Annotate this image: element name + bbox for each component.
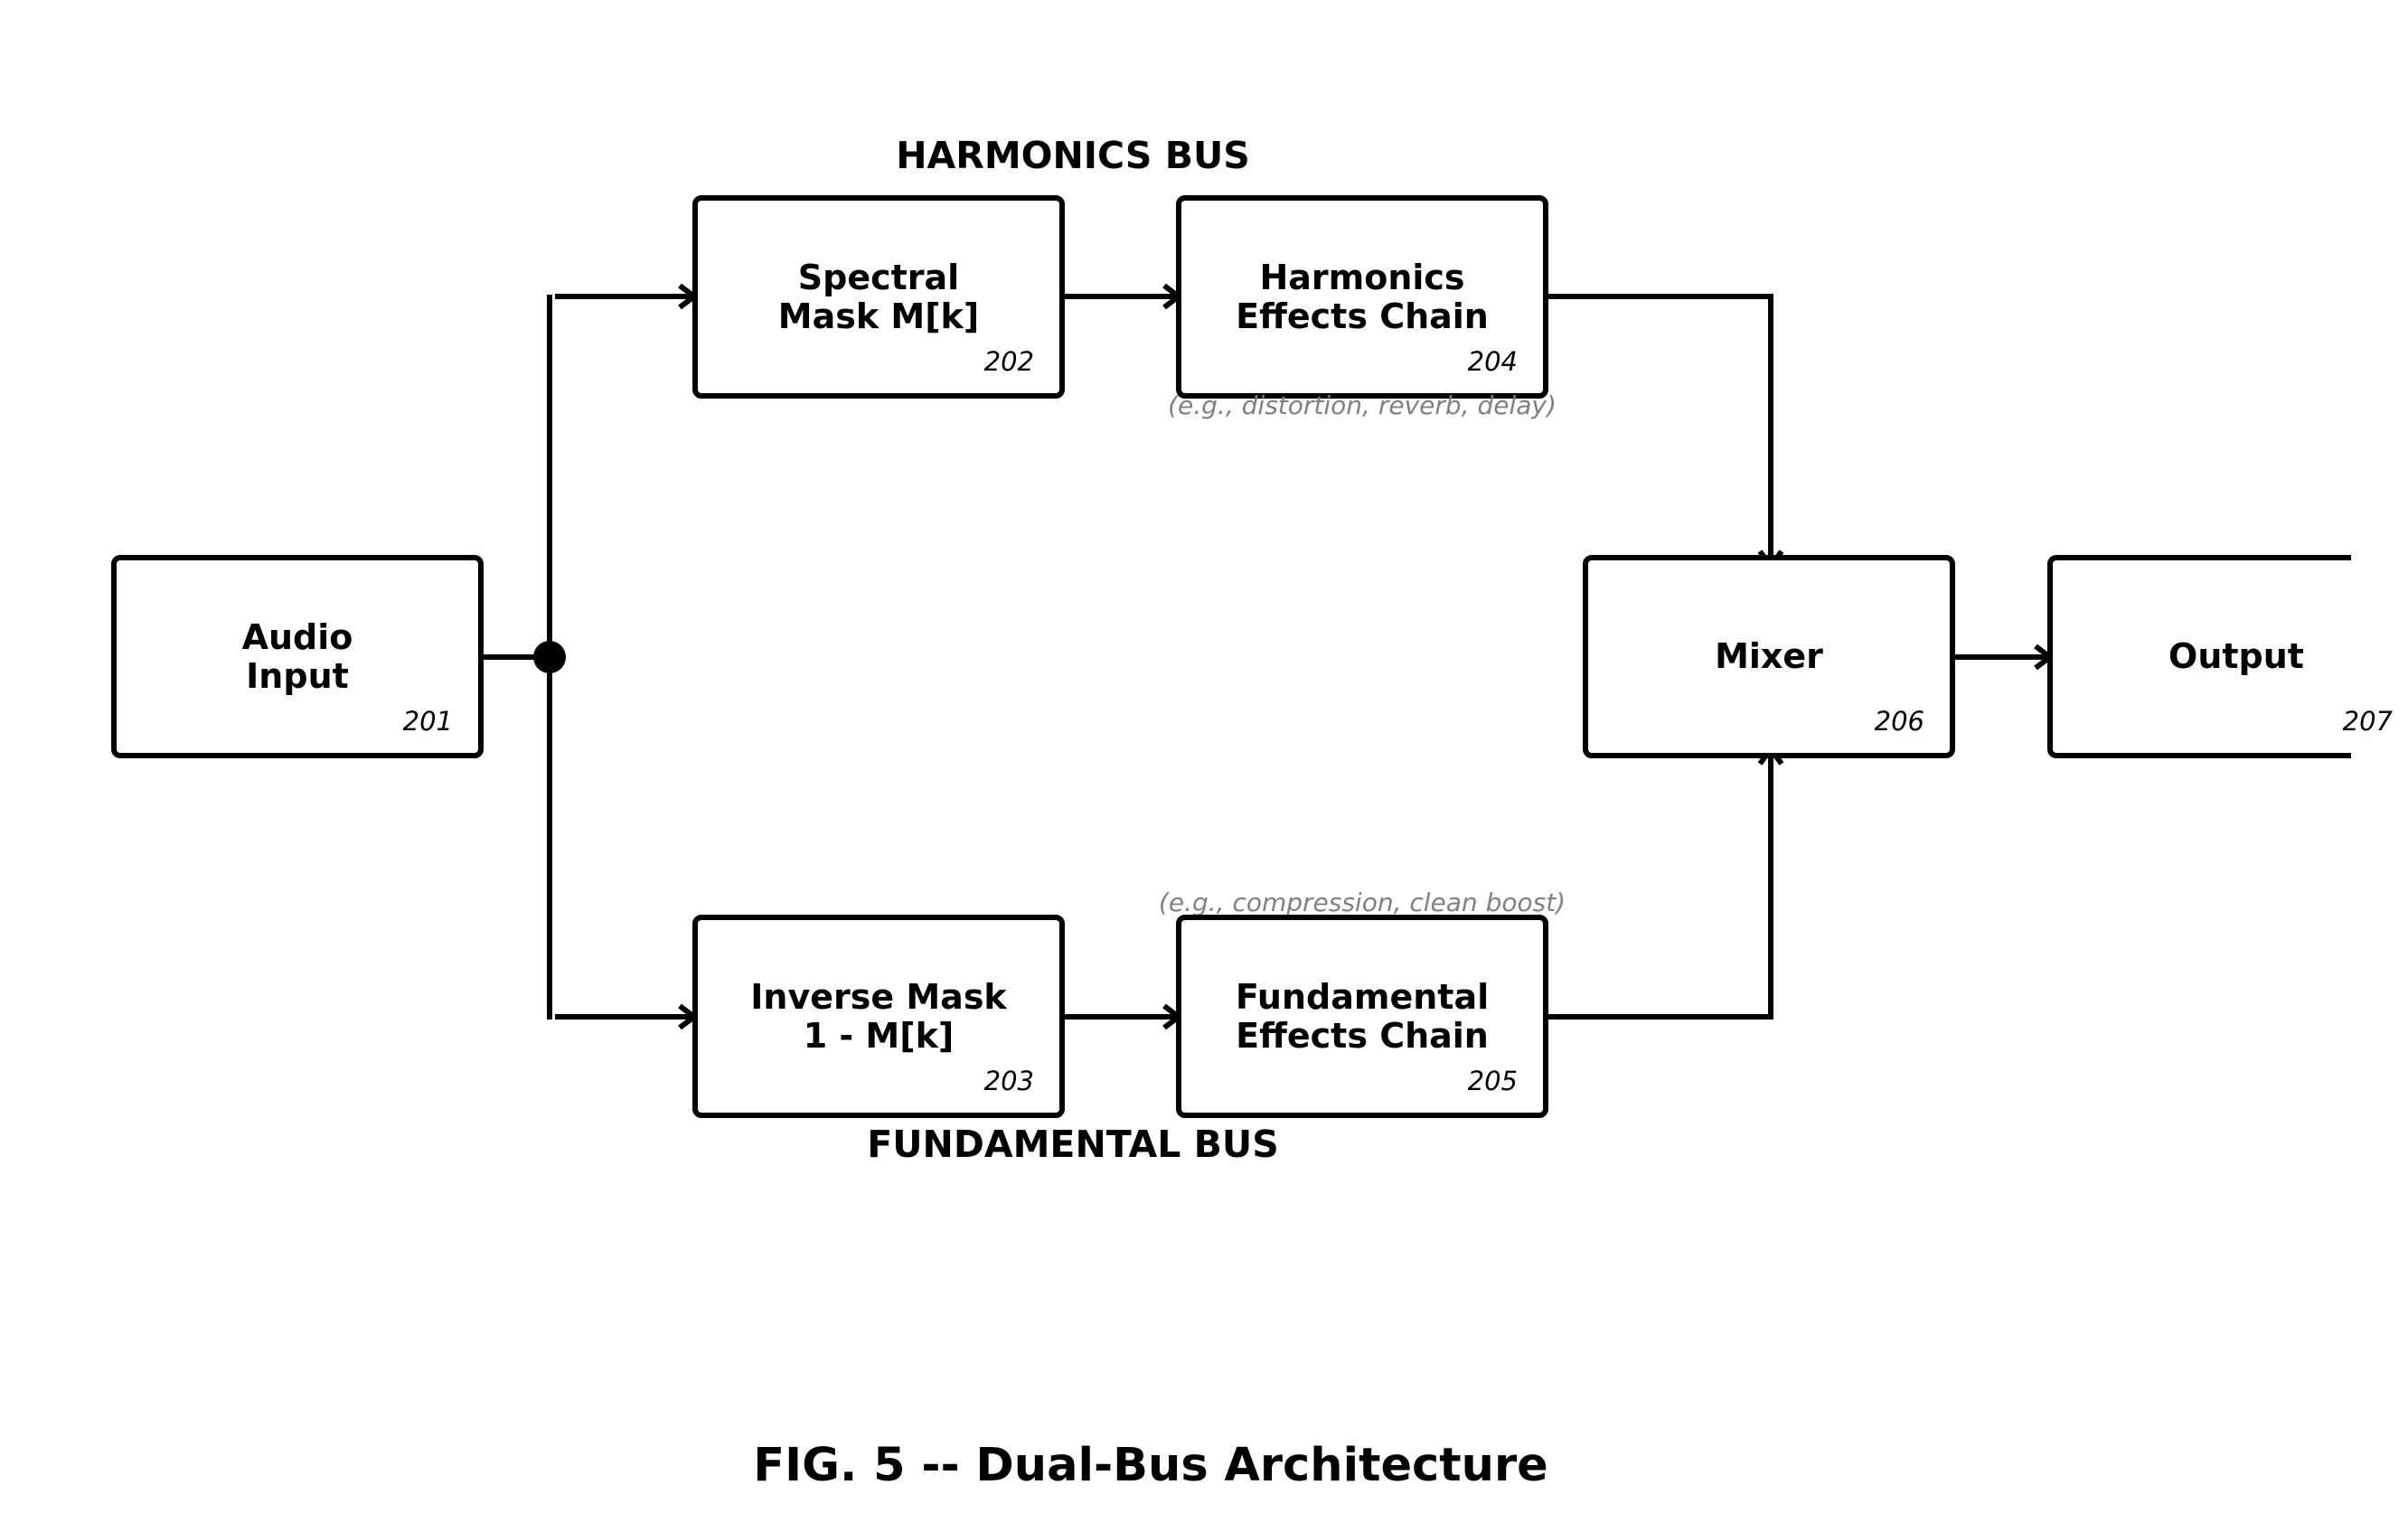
fundamental-effects-chain-block: Fundamental Effects Chain 205: [1176, 915, 1548, 1118]
inverse-mask-block: Inverse Mask 1 - M[k] 203: [692, 915, 1065, 1118]
fundamental-effects-chain-ref: 205: [1467, 1066, 1518, 1096]
split-node: [533, 641, 566, 673]
fundamental-effects-note: (e.g., compression, clean boost): [1158, 888, 1566, 917]
fundamental-bus-label: FUNDAMENTAL BUS: [867, 1123, 1279, 1166]
spectral-mask-ref: 202: [983, 346, 1034, 377]
harmonics-effects-chain-ref: 204: [1467, 346, 1518, 377]
harmonics-effects-note: (e.g., distortion, reverb, delay): [1168, 390, 1557, 420]
harmonics-effects-chain-block: Harmonics Effects Chain 204: [1176, 195, 1548, 399]
output-block: Output 207: [2047, 555, 2393, 758]
spectral-mask-label: Spectral Mask M[k]: [777, 257, 980, 336]
mixer-ref: 206: [1874, 706, 1924, 737]
audio-input-ref: 201: [402, 706, 453, 737]
audio-input-label: Audio Input: [241, 616, 353, 696]
output-label: Output: [2168, 636, 2304, 677]
harmonics-bus-label: HARMONICS BUS: [896, 134, 1250, 177]
audio-input-block: Audio Input 201: [111, 555, 484, 758]
wire-harmonics-to-mixer: [1535, 294, 1773, 568]
harmonics-effects-chain-label: Harmonics Effects Chain: [1236, 257, 1489, 336]
figure-caption: FIG. 5 -- Dual-Bus Architecture: [753, 1439, 1548, 1492]
fundamental-effects-chain-label: Fundamental Effects Chain: [1235, 976, 1490, 1056]
inverse-mask-label: Inverse Mask 1 - M[k]: [750, 976, 1007, 1056]
spectral-mask-block: Spectral Mask M[k] 202: [692, 195, 1065, 399]
inverse-mask-ref: 203: [983, 1066, 1034, 1096]
output-ref: 207: [2342, 706, 2393, 737]
wire-fundamental-to-mixer: [1535, 747, 1773, 1020]
mixer-block: Mixer 206: [1583, 555, 1955, 758]
mixer-label: Mixer: [1715, 636, 1823, 677]
